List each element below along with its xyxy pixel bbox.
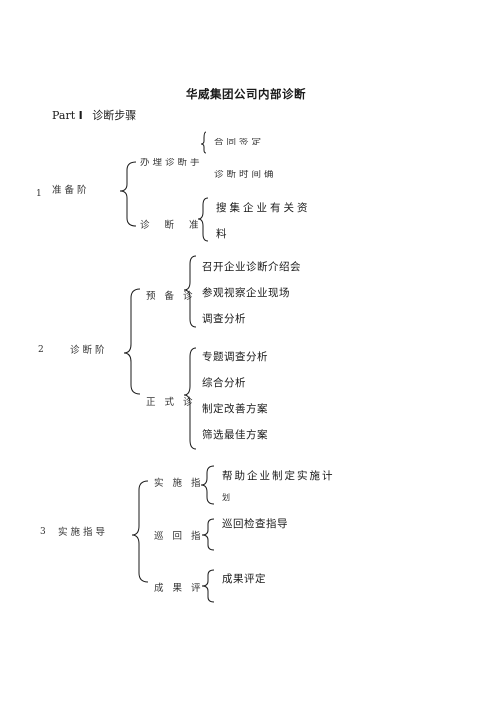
stage2-branch-b-item: 综合分析 (202, 377, 246, 389)
part-label: Part (52, 109, 76, 122)
stage3c-brace (201, 569, 215, 603)
stage2-number: 2 (38, 345, 44, 355)
stage1-branch-b-item: 搜集企业有关资 (216, 202, 311, 214)
stage1-branch-b-item: 料 (216, 228, 228, 240)
stage2-branch-a-label: 预 备 诊 (146, 291, 196, 302)
stage2b-brace (183, 347, 197, 450)
stage1a-brace (200, 131, 207, 154)
stage2-branch-b-item: 专题调查分析 (202, 351, 268, 363)
stage2-branch-a-item: 召开企业诊断介绍会 (202, 261, 301, 273)
stage3-branch-b-label: 巡 回 指 (154, 531, 204, 542)
section-heading: Part Ⅰ 诊断步骤 (52, 110, 136, 121)
stage3b-brace (201, 518, 215, 551)
part-numeral: Ⅰ (78, 109, 83, 122)
page-title: 华威集团公司内部诊断 (186, 87, 306, 101)
stage3-branch-a-item: 划 (222, 493, 233, 502)
stage1-brace (119, 161, 137, 227)
stage3-branch-c-item: 成果评定 (222, 573, 266, 585)
stage2-label: 诊断阶 (70, 345, 108, 356)
stage3-brace (131, 480, 149, 583)
stage3-branch-c-label: 成 果 评 (154, 583, 204, 594)
stage1-branch-a-item: 合同签定 (214, 138, 265, 145)
stage2-branch-b-item: 制定改善方案 (202, 403, 268, 415)
stage3-branch-a-item: 帮助企业制定实施计 (222, 470, 335, 482)
stage1-label: 准备阶 (52, 185, 90, 196)
part-text: 诊断步骤 (92, 109, 137, 122)
stage3-label: 实施指导 (58, 527, 109, 538)
stage1b-brace (197, 197, 209, 242)
stage3-number: 3 (40, 527, 46, 537)
stage2-branch-b-item: 筛选最佳方案 (202, 429, 268, 441)
stage2-brace (123, 288, 141, 395)
stage3-branch-a-label: 实 施 指 (154, 478, 204, 489)
stage2-branch-a-item: 参观视察企业现场 (202, 287, 290, 299)
stage2-branch-a-item: 调查分析 (202, 313, 246, 325)
stage1-number: 1 (36, 189, 42, 199)
stage1-branch-a-label: 办理诊断手 (140, 158, 203, 166)
stage3a-brace (200, 465, 215, 505)
stage2-branch-b-label: 正 式 诊 (146, 397, 196, 408)
stage1-branch-b-label: 诊 断 准 (140, 220, 205, 231)
stage2a-brace (183, 255, 197, 328)
stage3-branch-b-item: 巡回检查指导 (222, 518, 288, 530)
stage1-branch-a-item: 诊断时间确 (214, 170, 277, 178)
